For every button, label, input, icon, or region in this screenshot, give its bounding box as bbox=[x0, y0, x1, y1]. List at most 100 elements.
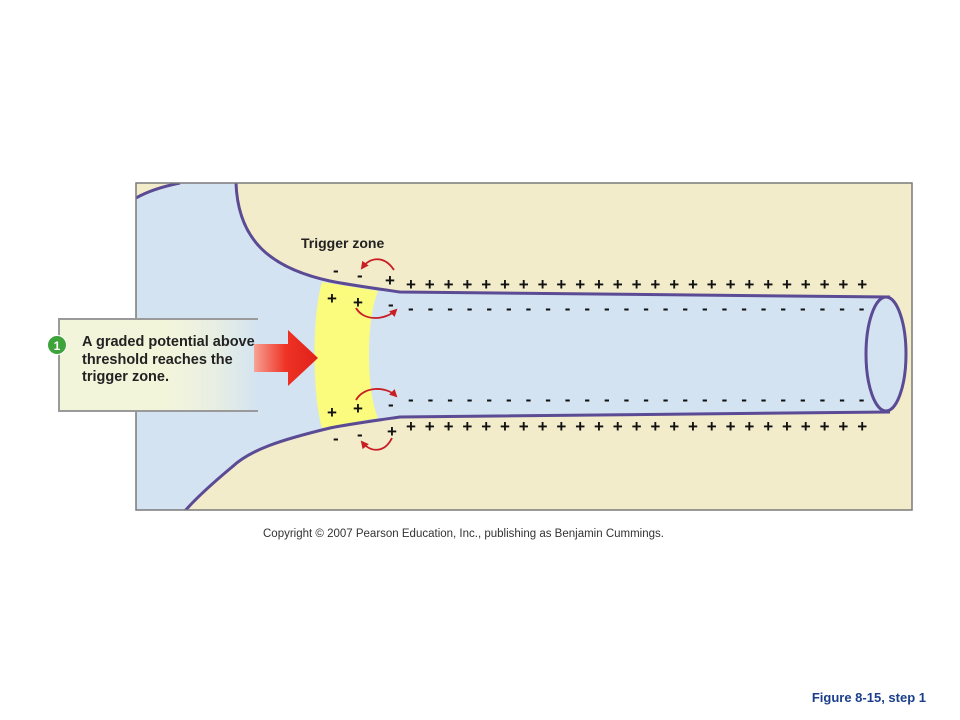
inside-charge: - bbox=[545, 299, 551, 318]
inside-charge: - bbox=[388, 395, 394, 414]
outside-charge: + bbox=[632, 417, 642, 436]
outside-charge: + bbox=[575, 417, 585, 436]
outside-charge: + bbox=[669, 275, 679, 294]
charge-symbols: - - - - + + + + + - - + + + + + + + + + + + + + + + + +… bbox=[327, 261, 867, 448]
inside-charge: - bbox=[741, 390, 747, 409]
inside-charge: - bbox=[741, 299, 747, 318]
current-arrow-bottom-in bbox=[355, 388, 398, 401]
inside-charge: - bbox=[761, 299, 767, 318]
outside-charge: + bbox=[688, 275, 698, 294]
step-text: A graded potential above threshold reach… bbox=[82, 334, 255, 385]
outside-charge: + bbox=[632, 275, 642, 294]
outside-charge: + bbox=[820, 275, 830, 294]
trigger-zone-label: Trigger zone bbox=[301, 235, 385, 251]
current-arrow-top-in bbox=[355, 307, 398, 319]
inside-charge: - bbox=[624, 390, 630, 409]
outside-charge: + bbox=[538, 417, 548, 436]
outside-charge: + bbox=[481, 275, 491, 294]
inside-charge: - bbox=[800, 390, 806, 409]
outside-charge: + bbox=[650, 275, 660, 294]
inside-charge: - bbox=[545, 390, 551, 409]
membrane-top bbox=[234, 183, 891, 299]
outside-charge: + bbox=[538, 275, 548, 294]
outside-charge: + bbox=[425, 417, 435, 436]
current-arrow-top-out bbox=[360, 258, 395, 271]
inside-charge: - bbox=[643, 390, 649, 409]
inside-charge: - bbox=[761, 390, 767, 409]
inside-charge: - bbox=[408, 390, 414, 409]
outside-charge: + bbox=[782, 417, 792, 436]
outside-charge: + bbox=[444, 417, 454, 436]
inside-charge: - bbox=[682, 299, 688, 318]
trigger-outside-charge: - bbox=[357, 266, 363, 285]
inside-charge: - bbox=[526, 390, 532, 409]
inside-charge: - bbox=[859, 299, 865, 318]
inside-charge: - bbox=[526, 299, 532, 318]
outside-charge: + bbox=[519, 275, 529, 294]
outside-charge: + bbox=[744, 417, 754, 436]
outside-charge: + bbox=[481, 417, 491, 436]
outside-charge: + bbox=[838, 417, 848, 436]
outside-charge: + bbox=[556, 417, 566, 436]
outside-charge: + bbox=[744, 275, 754, 294]
trigger-outside-charge: - bbox=[333, 429, 339, 448]
inside-charge: - bbox=[486, 390, 492, 409]
extracellular-corner bbox=[136, 183, 180, 198]
outside-charge: + bbox=[782, 275, 792, 294]
inside-charge: - bbox=[506, 299, 512, 318]
outside-charge: + bbox=[594, 417, 604, 436]
axon-end bbox=[864, 295, 908, 413]
inside-charge: - bbox=[467, 299, 473, 318]
outside-charge: + bbox=[838, 275, 848, 294]
outside-charge: + bbox=[857, 275, 867, 294]
inside-charge: - bbox=[428, 390, 434, 409]
membrane-corner bbox=[136, 183, 181, 200]
outside-charge: + bbox=[613, 275, 623, 294]
inside-charge: - bbox=[820, 299, 826, 318]
outside-charge: + bbox=[500, 275, 510, 294]
outside-charge: + bbox=[820, 417, 830, 436]
trigger-inside-charge: + bbox=[353, 399, 363, 418]
outside-charge: + bbox=[613, 417, 623, 436]
inside-charge: - bbox=[800, 299, 806, 318]
inside-charge: - bbox=[584, 299, 590, 318]
outside-charge: + bbox=[707, 275, 717, 294]
inside-charge: - bbox=[859, 390, 865, 409]
inside-charge: - bbox=[447, 299, 453, 318]
inside-charge: - bbox=[722, 299, 728, 318]
inside-charge: - bbox=[702, 299, 708, 318]
figure-caption: Figure 8-15, step 1 bbox=[811, 690, 926, 705]
outside-charge: + bbox=[763, 417, 773, 436]
trigger-inside-charge: + bbox=[353, 293, 363, 312]
inside-charge: - bbox=[565, 390, 571, 409]
trigger-inside-charge: + bbox=[327, 403, 337, 422]
outside-charge: + bbox=[688, 417, 698, 436]
inside-charge: - bbox=[722, 390, 728, 409]
inside-charge: - bbox=[565, 299, 571, 318]
outside-charge: + bbox=[444, 275, 454, 294]
inside-charge: - bbox=[604, 299, 610, 318]
inside-charge: - bbox=[839, 390, 845, 409]
inside-charge: - bbox=[447, 390, 453, 409]
inside-charge: - bbox=[584, 390, 590, 409]
trigger-zone bbox=[314, 282, 378, 428]
inside-charge: - bbox=[682, 390, 688, 409]
trigger-outside-charge: - bbox=[333, 261, 339, 280]
outside-charge: + bbox=[707, 417, 717, 436]
graded-potential-arrow bbox=[254, 330, 318, 386]
inside-charge: - bbox=[408, 299, 414, 318]
inside-charge: - bbox=[467, 390, 473, 409]
inside-charge: - bbox=[663, 390, 669, 409]
outside-charge: + bbox=[575, 275, 585, 294]
inside-charge: - bbox=[388, 295, 394, 314]
outside-charge: + bbox=[763, 275, 773, 294]
inside-charge: - bbox=[820, 390, 826, 409]
inside-charge: - bbox=[780, 390, 786, 409]
inside-charge: - bbox=[839, 299, 845, 318]
outside-charge: + bbox=[519, 417, 529, 436]
outside-charge: + bbox=[462, 275, 472, 294]
outside-charge: + bbox=[669, 417, 679, 436]
outside-charge: + bbox=[857, 417, 867, 436]
inside-charge: - bbox=[702, 390, 708, 409]
